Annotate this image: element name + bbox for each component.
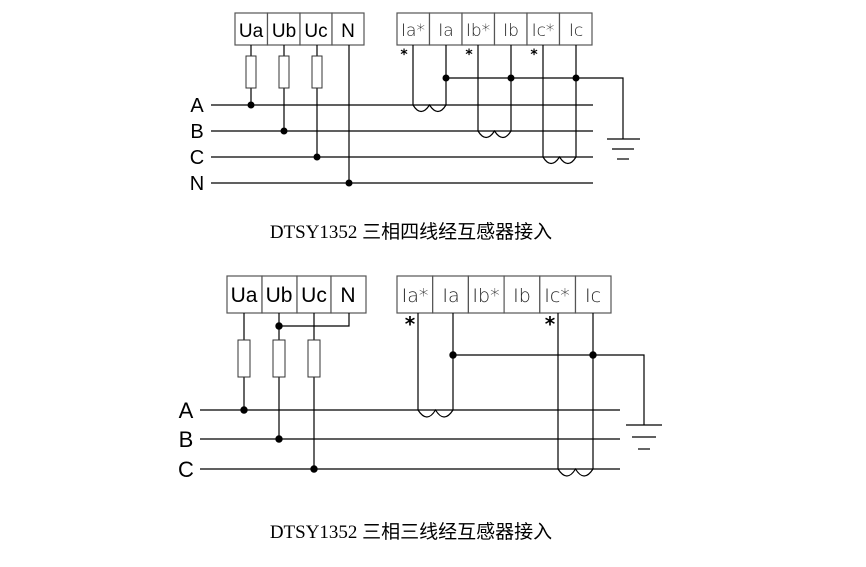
terminal-label-uc: Uc [301, 284, 327, 307]
terminal-n [331, 12, 365, 46]
terminal-label-ic-star: Ic* [544, 285, 570, 307]
ground-icon [626, 424, 662, 450]
terminal-label-uc: Uc [304, 21, 327, 42]
terminal-ia [428, 12, 463, 46]
terminal-ia-star [396, 275, 434, 314]
terminal-ic [558, 12, 593, 46]
fuse-icon [278, 55, 290, 89]
terminal-label-n: N [340, 284, 355, 307]
terminal-label-ia-star: Ia* [401, 21, 425, 41]
current-transformer-a-icon [417, 313, 454, 418]
phase-label-a: A [179, 398, 194, 423]
terminal-ia [432, 275, 470, 314]
voltage-terminal-block: Ua Ub Uc N [234, 12, 365, 46]
junction-dot [313, 153, 321, 161]
fuse-icon [245, 55, 257, 89]
junction-dot [280, 127, 288, 135]
phase-label-b: B [179, 427, 194, 452]
terminal-label-ib: Ib [513, 285, 531, 307]
fuse-icon [272, 339, 286, 378]
junction-dot [275, 435, 283, 443]
voltage-terminal-block: Ua Ub Uc N [226, 275, 367, 314]
terminal-ub [261, 275, 298, 314]
fuse-icon [237, 339, 251, 378]
current-transformer-c-icon [557, 313, 594, 477]
terminal-label-n: N [341, 21, 355, 42]
junction-dot [589, 351, 597, 359]
terminal-uc [299, 12, 333, 46]
terminal-label-ia: Ia [438, 21, 453, 41]
diagram-caption: DTSY1352 三相四线经互感器接入 [270, 221, 552, 243]
current-terminal-block: Ia* Ia Ib* Ib Ic* Ic [396, 275, 612, 314]
junction-dot [345, 179, 353, 187]
terminal-label-ub: Ub [272, 21, 296, 42]
terminal-ua [226, 275, 263, 314]
diagram-three-phase-four-wire: Ua Ub Uc N Ia* Ia Ib* Ib Ic* Ic * * * A … [190, 12, 640, 243]
current-transformer-c-icon [542, 45, 577, 165]
terminal-label-ic: Ic [569, 21, 583, 41]
fuse-icon [307, 339, 321, 378]
terminal-label-ua: Ua [239, 21, 264, 42]
junction-dot [449, 351, 457, 359]
junction-dot [507, 74, 515, 82]
polarity-mark-c: * [545, 312, 556, 336]
phase-label-c: C [190, 147, 204, 169]
phase-label-n: N [190, 173, 204, 195]
current-terminal-block: Ia* Ia Ib* Ib Ic* Ic [396, 12, 593, 46]
terminal-label-ic: Ic [585, 285, 601, 307]
polarity-mark-c: * [530, 47, 538, 63]
terminal-ib-star [467, 275, 505, 314]
terminal-ib [493, 12, 528, 46]
terminal-label-ib: Ib [503, 21, 519, 41]
common-return-wire [446, 77, 624, 139]
diagram-three-phase-three-wire: Ua Ub Uc N Ia* Ia Ib* Ib Ic* Ic * * A B … [178, 275, 662, 543]
terminal-label-ua: Ua [231, 284, 258, 307]
phase-label-a: A [190, 95, 204, 117]
terminal-uc [296, 275, 332, 314]
terminal-n [330, 275, 367, 314]
current-transformer-b-icon [477, 45, 512, 139]
terminal-ic [574, 275, 612, 314]
terminal-ua [234, 12, 269, 46]
junction-dot [247, 101, 255, 109]
junction-dot [572, 74, 580, 82]
junction-dot [240, 406, 248, 414]
fuse-icon [311, 55, 323, 89]
wire-n-to-ub [279, 313, 350, 327]
ground-icon [607, 138, 640, 160]
terminal-label-ia: Ia [442, 285, 459, 307]
common-return-wire [453, 354, 645, 425]
terminal-label-ic-star: Ic* [532, 21, 555, 41]
diagram-caption: DTSY1352 三相三线经互感器接入 [270, 521, 552, 543]
polarity-mark-a: * [400, 47, 408, 63]
terminal-label-ia-star: Ia* [402, 285, 429, 307]
polarity-mark-b: * [465, 47, 473, 63]
current-transformer-a-icon [412, 45, 447, 113]
junction-dot [275, 322, 283, 330]
junction-dot [310, 465, 318, 473]
phase-label-c: C [178, 457, 194, 482]
junction-dot [442, 74, 450, 82]
terminal-ic-star [539, 275, 577, 314]
terminal-ib [503, 275, 541, 314]
terminal-label-ib-star: Ib* [466, 21, 490, 41]
terminal-label-ub: Ub [266, 284, 293, 307]
phase-label-b: B [190, 121, 203, 143]
terminal-label-ib-star: Ib* [472, 285, 499, 307]
polarity-mark-a: * [405, 312, 416, 336]
